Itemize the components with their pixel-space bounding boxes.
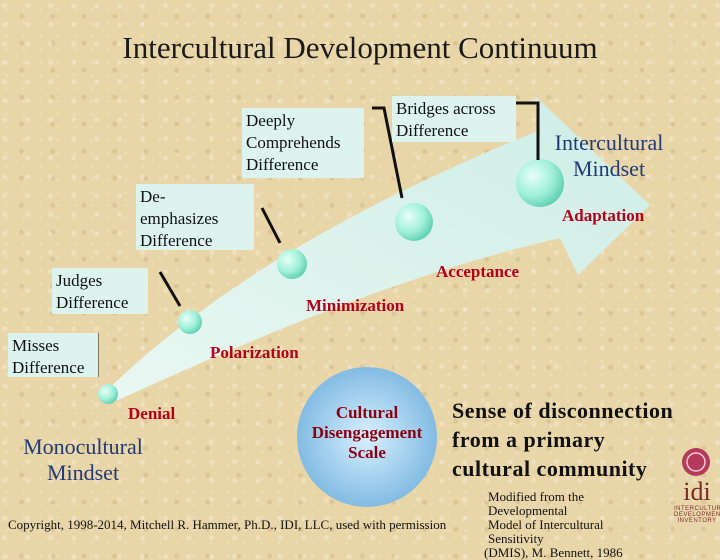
descriptor-misses-text: Misses Difference — [12, 336, 85, 377]
idi-logo: idi INTERCULTURAL DEVELOPMENT INVENTORY — [674, 478, 720, 538]
descriptor-deemphasizes-line2: emphasizes — [140, 209, 219, 228]
dmis-attribution: Modified from the Developmental Model of… — [484, 490, 660, 560]
idi-logo-seal — [682, 448, 710, 476]
cultural-disengagement-bubble — [297, 367, 437, 507]
descriptor-deeply-line1: Deeply — [246, 111, 296, 130]
stage-label-minimization: Minimization — [306, 296, 405, 315]
sense-line1: Sense of disconnection — [452, 398, 674, 423]
descriptor-judges-difference: Judges Difference — [52, 268, 148, 314]
descriptor-bridges-line1: Bridges across — [396, 99, 496, 118]
cultural-disengagement-line1: Cultural — [335, 403, 399, 422]
descriptor-bridges-line2: Difference — [396, 121, 469, 140]
monocultural-mindset-label: Monocultural Mindset — [8, 434, 158, 486]
monocultural-line2: Mindset — [46, 460, 120, 485]
stage-circle-acceptance — [395, 203, 433, 241]
intercultural-mindset-label: Intercultural Mindset — [538, 130, 680, 182]
page-title: Intercultural Development Continuum — [122, 30, 598, 65]
stage-label-denial: Denial — [128, 404, 176, 423]
descriptor-deeply-line2: Comprehends — [246, 133, 341, 152]
copyright-text: Copyright, 1998-2014, Mitchell R. Hammer… — [8, 517, 447, 532]
cultural-disengagement-line2: Disengagement — [311, 423, 423, 442]
descriptor-deeply-line3: Difference — [246, 155, 319, 174]
stage-label-polarization: Polarization — [210, 343, 299, 362]
cultural-disengagement-label: Cultural Disengagement Scale — [292, 403, 442, 463]
idi-logo-line2: DEVELOPMENT — [674, 512, 720, 518]
intercultural-line1: Intercultural — [554, 130, 664, 155]
bracket-deemphasizes — [260, 207, 282, 244]
stage-circle-minimization — [277, 249, 307, 279]
dmis-line3: (DMIS), M. Bennett, 1986 — [484, 545, 623, 560]
monocultural-line1: Monocultural — [23, 434, 143, 459]
idi-logo-mark: idi — [683, 477, 711, 506]
stage-circle-adaptation — [516, 159, 564, 207]
stage-label-adaptation: Adaptation — [562, 206, 645, 225]
idi-logo-seal-ring — [686, 452, 706, 472]
idc-diagram: Intercultural Development Continuum Miss… — [8, 30, 720, 560]
descriptor-bridges-across: Bridges across Difference — [392, 96, 516, 142]
bracket-judges — [158, 271, 182, 307]
descriptor-deeply-comprehends: Deeply Comprehends Difference — [242, 108, 364, 178]
idi-logo-line1: INTERCULTURAL — [674, 506, 720, 512]
sense-line2: from a primary — [452, 427, 606, 452]
idi-logo-line3: INVENTORY — [677, 518, 717, 524]
intercultural-line2: Mindset — [572, 156, 646, 181]
stage-label-acceptance: Acceptance — [436, 262, 520, 281]
continuum-arrow-graphic — [95, 96, 710, 507]
descriptor-deemphasizes-line3: Difference — [140, 231, 213, 250]
sense-of-disconnection-text: Sense of disconnection from a primary cu… — [452, 396, 692, 483]
continuum-arrow — [102, 96, 650, 400]
dmis-line1: Modified from the Developmental — [488, 489, 585, 518]
bracket-deeply — [372, 106, 404, 199]
stage-circle-denial — [98, 384, 118, 404]
bracket-bridges — [512, 101, 540, 160]
descriptor-deemphasizes-difference: De- emphasizes Difference — [136, 184, 254, 250]
sense-line3: cultural community — [452, 456, 648, 481]
dmis-line2: Model of Intercultural Sensitivity — [488, 517, 604, 546]
descriptor-deemphasizes-line1: De- — [140, 187, 166, 206]
descriptor-misses-difference: Misses Difference — [8, 333, 98, 377]
stage-circle-polarization — [178, 310, 202, 334]
descriptor-judges-text: Judges Difference — [56, 271, 129, 312]
cultural-disengagement-line3: Scale — [348, 443, 386, 462]
